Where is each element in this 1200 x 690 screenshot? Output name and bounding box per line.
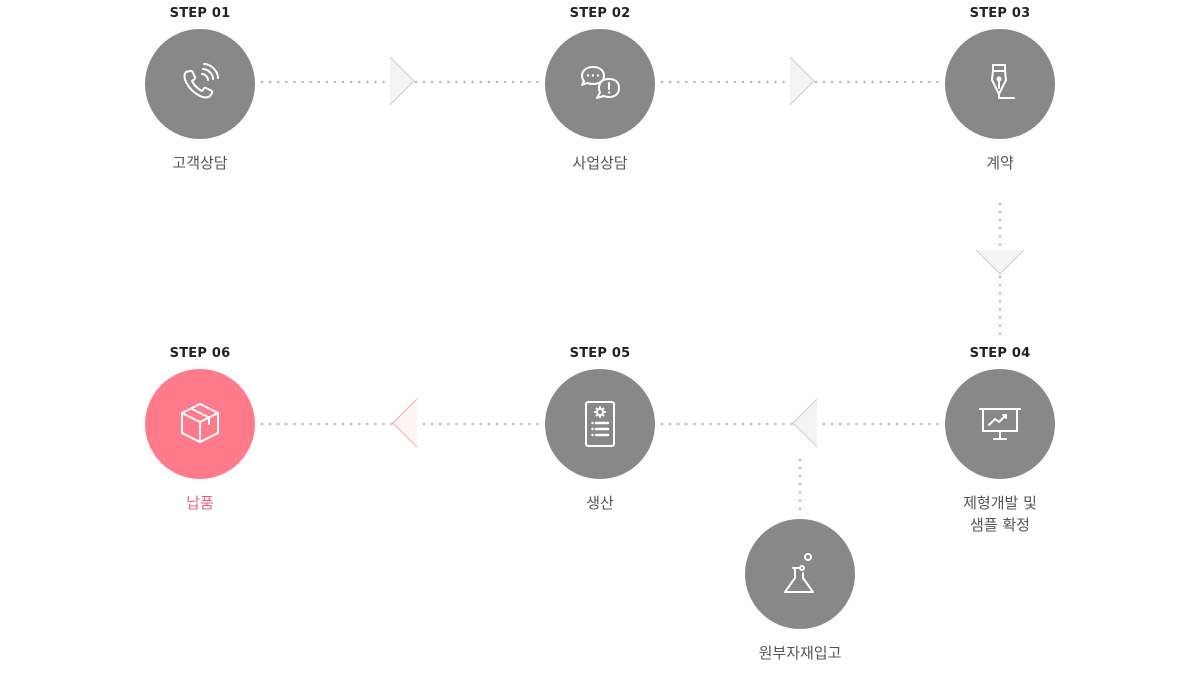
step-name-6-line: 납품 [186, 494, 214, 512]
step-circle-1 [145, 29, 255, 139]
step-name-5-line: 생산 [586, 494, 614, 512]
step-name-6: 납품 [100, 492, 300, 514]
step-label-3: STEP 03 [969, 6, 1031, 21]
step-circle-6 [145, 369, 255, 479]
arrow-left-active-icon [393, 399, 417, 447]
step-name-2: 사업상담 [500, 152, 700, 174]
step-name-4-line-1: 제형개발 및 [963, 494, 1037, 512]
step-name-1: 고객상담 [100, 152, 300, 174]
step-name-2-line: 사업상담 [572, 154, 628, 172]
document-list-icon [585, 401, 615, 447]
step-label-6: STEP 06 [169, 346, 231, 361]
step-name-3: 계약 [900, 152, 1100, 174]
step-circle-2 [545, 29, 655, 139]
flask-icon [784, 553, 814, 593]
step-name-4: 제형개발 및 샘플 확정 [900, 492, 1100, 536]
step-name-5: 생산 [500, 492, 700, 514]
presentation-board-icon [979, 408, 1021, 440]
step-name-1-line: 고객상담 [172, 154, 228, 172]
fountain-pen-icon [991, 64, 1015, 99]
step-circle-4 [945, 369, 1055, 479]
sub-step-name-line: 원부자재입고 [758, 644, 842, 662]
sub-step-circle [745, 519, 855, 629]
chat-bubbles-icon [581, 66, 620, 99]
step-label-2: STEP 02 [569, 6, 631, 21]
step-label-1: STEP 01 [169, 6, 231, 21]
step-circle-5 [545, 369, 655, 479]
box-icon [181, 403, 219, 443]
arrow-left-icon [793, 399, 817, 447]
arrow-down-icon [976, 250, 1024, 274]
step-name-4-line-2: 샘플 확정 [970, 516, 1030, 534]
step-name-3-line: 계약 [986, 154, 1014, 172]
step-circle-3 [945, 29, 1055, 139]
step-label-5: STEP 05 [569, 346, 631, 361]
arrow-right-icon [790, 57, 814, 105]
step-label-4: STEP 04 [969, 346, 1031, 361]
sub-step-name: 원부자재입고 [700, 642, 900, 664]
arrow-right-icon [390, 57, 414, 105]
phone-icon [183, 63, 219, 99]
